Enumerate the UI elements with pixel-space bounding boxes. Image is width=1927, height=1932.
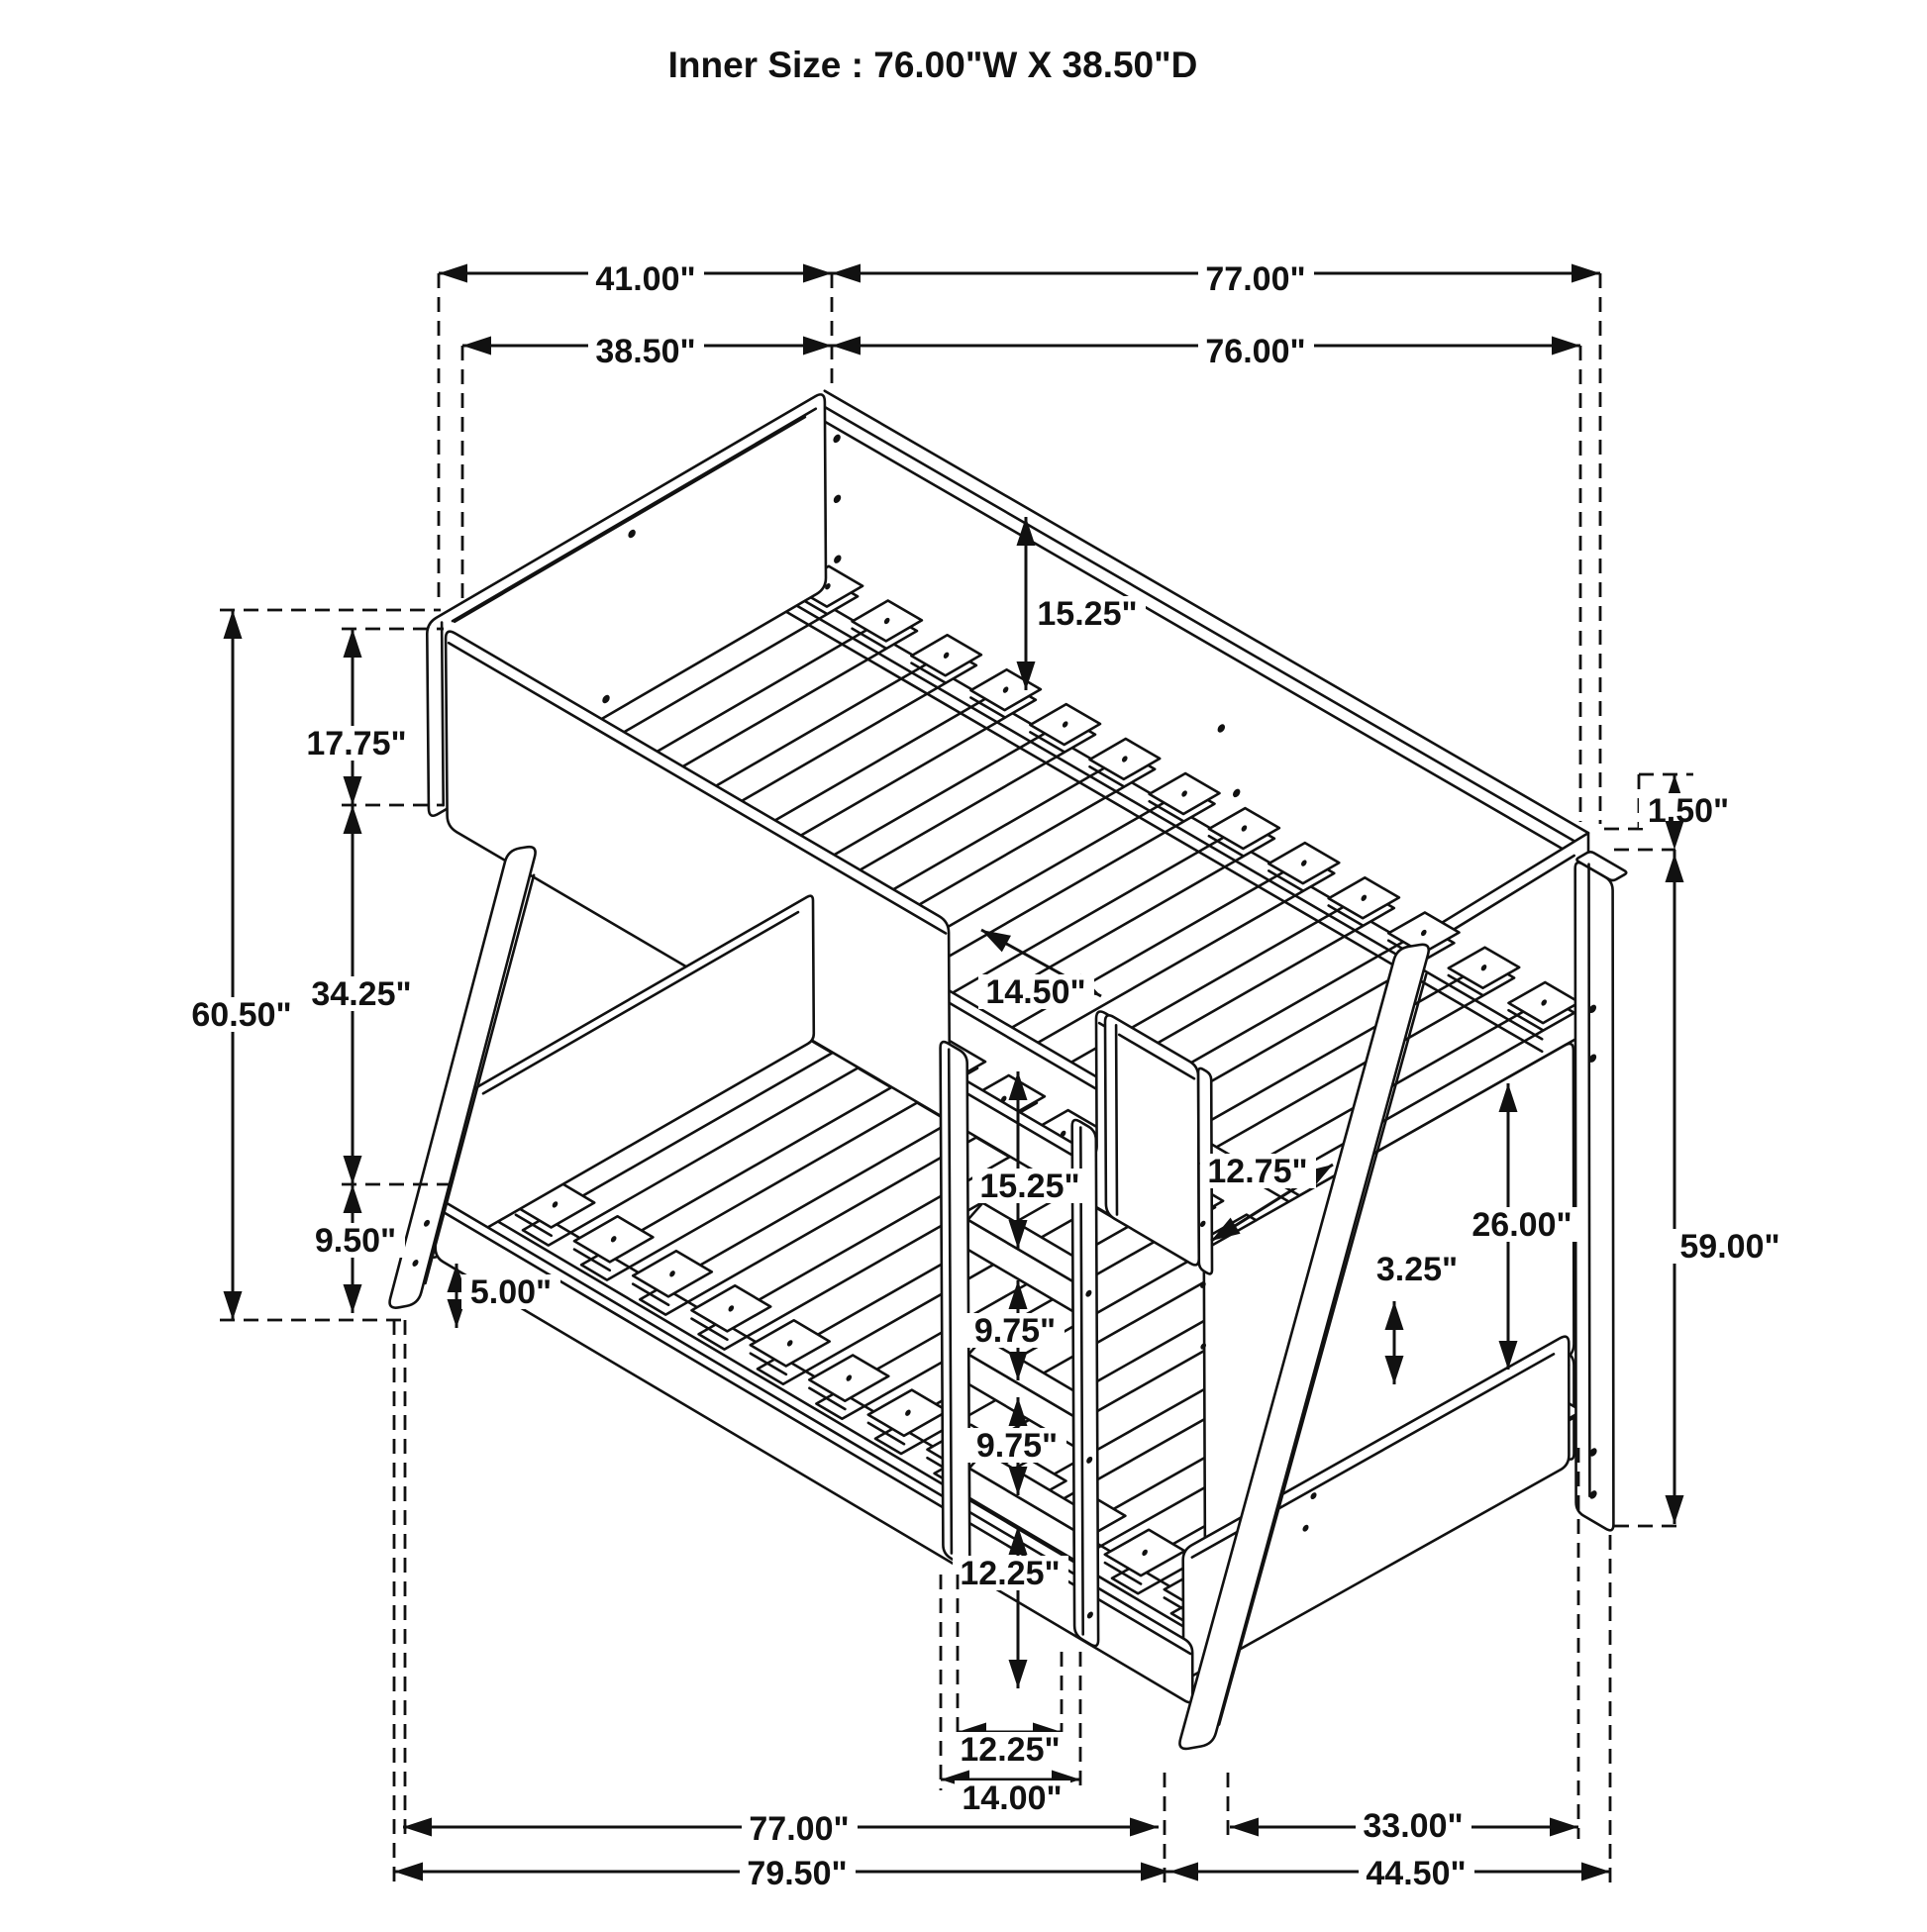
svg-text:77.00": 77.00" (749, 1810, 849, 1848)
svg-text:59.00": 59.00" (1679, 1228, 1779, 1266)
svg-text:33.00": 33.00" (1363, 1807, 1463, 1845)
svg-text:9.75": 9.75" (976, 1427, 1058, 1465)
svg-text:12.25": 12.25" (960, 1555, 1060, 1592)
svg-text:76.00": 76.00" (1205, 333, 1305, 370)
svg-text:5.00": 5.00" (470, 1273, 552, 1311)
svg-text:1.50": 1.50" (1648, 792, 1729, 830)
svg-text:12.25": 12.25" (960, 1731, 1060, 1769)
svg-text:15.25": 15.25" (979, 1168, 1079, 1205)
svg-text:26.00": 26.00" (1471, 1206, 1572, 1244)
svg-text:3.25": 3.25" (1376, 1251, 1458, 1288)
svg-text:34.25": 34.25" (311, 975, 411, 1013)
svg-text:14.50": 14.50" (985, 973, 1085, 1011)
svg-text:12.75": 12.75" (1207, 1153, 1307, 1190)
svg-text:44.50": 44.50" (1366, 1855, 1466, 1892)
svg-text:9.50": 9.50" (315, 1222, 396, 1260)
svg-text:77.00": 77.00" (1205, 260, 1305, 298)
svg-text:38.50": 38.50" (595, 333, 695, 370)
svg-text:Inner Size : 76.00"W X 38.50": Inner Size : 76.00"W X 38.50"D (668, 45, 1198, 85)
svg-text:79.50": 79.50" (747, 1855, 847, 1892)
svg-text:41.00": 41.00" (595, 260, 695, 298)
svg-text:15.25": 15.25" (1037, 595, 1137, 633)
svg-text:60.50": 60.50" (191, 996, 291, 1034)
svg-text:17.75": 17.75" (306, 725, 406, 763)
svg-text:14.00": 14.00" (962, 1779, 1062, 1817)
svg-text:9.75": 9.75" (974, 1312, 1056, 1350)
